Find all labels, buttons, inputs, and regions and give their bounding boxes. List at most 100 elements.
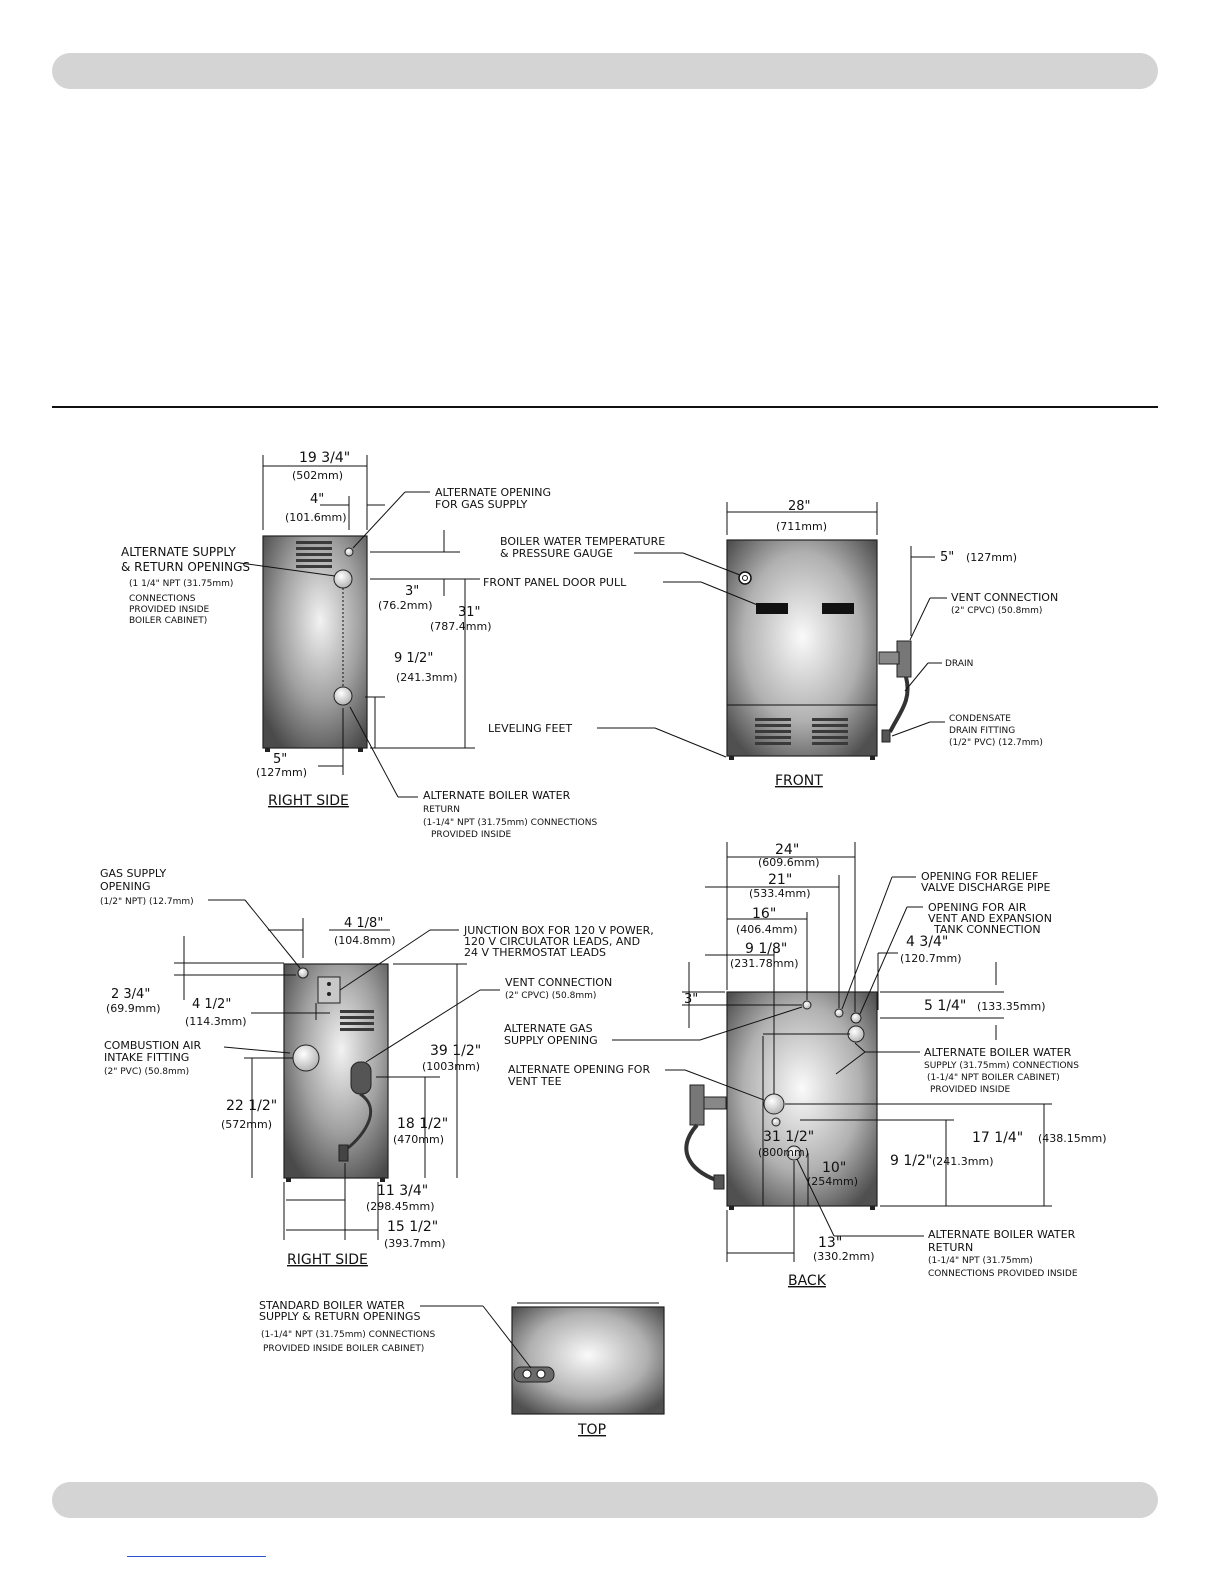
dim-13-in: 13" [818,1235,842,1251]
leveling-feet-label: LEVELING FEET [488,722,572,735]
dim-4-1-8-mm: (104.8mm) [334,934,396,947]
dim-5-mm: (127mm) [256,766,307,779]
dim-9-1-8-mm: (231.78mm) [730,957,799,970]
cabinet-side-1 [262,535,368,749]
gas-supply-label-2: OPENING [100,880,150,893]
condensate-label-2: DRAIN FITTING [949,726,1015,736]
alt-supply-back-label-1: ALTERNATE BOILER WATER [924,1046,1072,1059]
right-side-view-1: 19 3/4" (502mm) 4" (101.6mm) ALTERNATE O… [121,450,727,840]
header-bar [52,53,1158,89]
dim-15-1-2-mm: (393.7mm) [384,1237,446,1250]
dim-15-1-2-in: 15 1/2" [387,1219,438,1235]
vent-label-1: VENT CONNECTION [951,591,1058,604]
alternate-gas-opening [344,547,354,557]
combustion-air-intake [292,1044,320,1072]
dim-4-1-2-mm: (114.3mm) [185,1015,247,1028]
dim-10-mm: (254mm) [807,1175,858,1188]
temperature-pressure-gauge [738,571,752,585]
dim-4-1-8-in: 4 1/8" [344,916,383,931]
cabinet-top [511,1306,665,1415]
dim-31-1-2-mm: (800mm) [758,1146,809,1159]
alt-supply-label-2: & RETURN OPENINGS [121,560,250,574]
air-vent-label-3: TANK CONNECTION [933,923,1041,936]
air-vent-opening [850,1012,862,1024]
combustion-label-1: COMBUSTION AIR [104,1039,202,1052]
gas-supply-opening [297,967,309,979]
relief-label-1: OPENING FOR RELIEF [921,870,1038,883]
alt-return-back-label-1: ALTERNATE BOILER WATER [928,1228,1076,1241]
alt-supply-label-5: PROVIDED INSIDE [129,605,210,615]
vent-2-label-1: VENT CONNECTION [505,976,612,989]
gauge-label-1: BOILER WATER TEMPERATURE [500,535,665,548]
standard-label-1: STANDARD BOILER WATER [259,1299,405,1312]
alt-return-label-4: PROVIDED INSIDE [431,830,512,840]
relief-valve-opening [834,1008,844,1018]
dim-4-1-2-in: 4 1/2" [192,997,231,1012]
junction-box-label-3: 24 V THERMOSTAT LEADS [464,946,606,959]
alt-return-back-label-3: (1-1/4" NPT (31.75mm) [928,1256,1033,1266]
dim-3-in: 3" [405,584,419,599]
dim-4-3-4-in: 4 3/4" [906,934,948,950]
dim-31-mm: (787.4mm) [430,620,492,633]
dim-13-mm: (330.2mm) [813,1250,875,1263]
dim-5-1-4-in: 5 1/4" [924,998,966,1014]
alt-return-label-1: ALTERNATE BOILER WATER [423,789,571,802]
dim-9-5-in: 9 1/2" [394,651,433,666]
alt-return-back-label-4: CONNECTIONS PROVIDED INSIDE [928,1269,1078,1279]
alt-gas-back-label-1: ALTERNATE GAS [504,1022,593,1035]
front-width-mm: (711mm) [776,520,827,533]
dim-24-mm: (609.6mm) [758,856,820,869]
alt-gas-label-2: FOR GAS SUPPLY [435,498,528,511]
dim-4-in: 4" [310,492,324,507]
alt-vent-tee-opening [763,1093,785,1115]
alt-return-opening-back [786,1145,802,1161]
dim-17-1-4-mm: (438.15mm) [1038,1132,1107,1145]
alt-vent-tee-label-2: VENT TEE [508,1075,562,1088]
alt-vent-tee-label-1: ALTERNATE OPENING FOR [508,1063,650,1076]
dim-4-3-4-mm: (120.7mm) [900,952,962,965]
dim-22-1-2-in: 22 1/2" [226,1098,277,1114]
vent-2-label-2: (2" CPVC) (50.8mm) [505,991,596,1001]
dim-18-1-2-in: 18 1/2" [397,1116,448,1132]
relief-label-2: VALVE DISCHARGE PIPE [921,881,1051,894]
alt-supply-back-label-4: PROVIDED INSIDE [930,1085,1011,1095]
front-title: FRONT [775,773,823,789]
alt-gas-label-1: ALTERNATE OPENING [435,486,551,499]
standard-supply-opening [522,1369,532,1379]
dim-11-3-4-in: 11 3/4" [377,1183,428,1199]
junction-box-label-2: 120 V CIRCULATOR LEADS, AND [464,935,640,948]
dim-39-1-2-in: 39 1/2" [430,1043,481,1059]
standard-label-3: (1-1/4" NPT (31.75mm) CONNECTIONS [261,1330,435,1340]
condensate-label-1: CONDENSATE [949,714,1011,724]
footer-link-underline[interactable] [127,1556,266,1557]
air-vent-label-2: VENT AND EXPANSION [928,912,1052,925]
dim-3-mm: (76.2mm) [378,599,433,612]
alt-gas-opening-back [802,1000,812,1010]
door-pull-label: FRONT PANEL DOOR PULL [483,576,627,589]
front-5-in: 5" [940,550,954,565]
drain-label: DRAIN [945,659,973,669]
back-title: BACK [788,1273,827,1289]
dim-3-back-in: 3" [684,992,698,1007]
section-divider [52,406,1158,408]
front-5-mm: (127mm) [966,551,1017,564]
dim-4-mm: (101.6mm) [285,511,347,524]
dim-18-1-2-mm: (470mm) [393,1133,444,1146]
standard-return-opening [536,1369,546,1379]
air-vent-label-1: OPENING FOR AIR [928,901,1027,914]
dim-31-1-2-in: 31 1/2" [763,1129,814,1145]
dim-17-1-4-in: 17 1/4" [972,1130,1023,1146]
alt-supply-label-6: BOILER CABINET) [129,616,207,626]
alt-supply-back-label-3: (1-1/4" NPT BOILER CABINET) [927,1073,1060,1083]
dim-31-in: 31" [458,605,481,620]
top-title: TOP [577,1422,606,1438]
right-side-view-2: GAS SUPPLY OPENING (1/2" NPT) (12.7mm) 4… [100,867,654,1268]
dim-21-mm: (533.4mm) [749,887,811,900]
door-pull-right [822,603,854,614]
alt-gas-back-label-2: SUPPLY OPENING [504,1034,598,1047]
alt-supply-back-label-2: SUPPLY (31.75mm) CONNECTIONS [924,1061,1079,1071]
dim-width-mm: (502mm) [292,469,343,482]
dim-5-in: 5" [273,752,287,767]
alt-supply-label-4: CONNECTIONS [129,594,196,604]
